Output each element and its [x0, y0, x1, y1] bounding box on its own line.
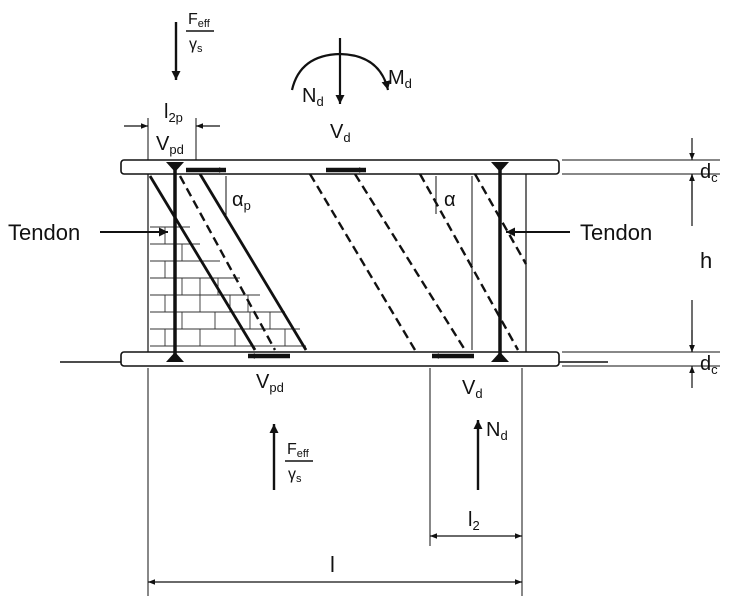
normal-force-top-label: Nd [302, 85, 324, 109]
vpd-bottom-label: Vpd [256, 371, 284, 395]
svg-text:γs: γs [288, 466, 302, 485]
normal-force-bottom-label: Nd [486, 419, 508, 443]
svg-text:l2p: l2p [164, 101, 183, 125]
moment-label: Md [388, 67, 412, 91]
alpha-label: α [444, 189, 456, 211]
feff-top-fraction: Feff γs [186, 11, 214, 55]
vpd-top-label: Vpd [156, 133, 184, 157]
tendon-right-label: Tendon [580, 220, 652, 245]
vd-bottom-label: Vd [462, 377, 483, 401]
svg-text:Feff: Feff [188, 11, 211, 30]
alpha-p-label: αp [232, 189, 251, 213]
h-label: h [700, 248, 712, 273]
feff-bottom-fraction: Feff γs [285, 441, 313, 485]
dc-bottom-label: dc [700, 353, 718, 377]
shear-top-label: Vd [330, 121, 351, 145]
shear-arrows [186, 167, 474, 359]
tendon-right [491, 162, 509, 362]
l-label: l [330, 552, 335, 577]
tendon-left-label: Tendon [8, 220, 80, 245]
top-slab [120, 159, 560, 175]
svg-text:γs: γs [189, 36, 203, 55]
svg-text:Feff: Feff [287, 441, 310, 460]
bottom-slab [120, 351, 560, 367]
strut-solid-lines [148, 173, 308, 351]
moment-arc [290, 52, 391, 91]
l2p-dimension: l2p [124, 101, 220, 160]
tendon-left [166, 162, 184, 362]
l2-label: l2 [468, 509, 480, 533]
dc-top-label: dc [700, 161, 718, 185]
height-dimension [562, 138, 720, 388]
